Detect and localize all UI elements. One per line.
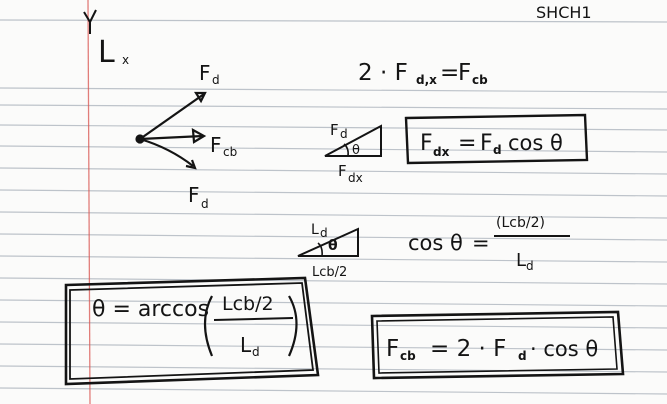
ruled-lines xyxy=(0,19,667,395)
axis-label-sub: x xyxy=(122,53,129,67)
svg-text:cb: cb xyxy=(400,349,416,363)
svg-text:θ: θ xyxy=(328,238,338,254)
cosine-equation: cos θ = (Lcb/2) L d xyxy=(408,215,570,273)
margin-line xyxy=(87,0,91,404)
theta-equation-box: θ = arccos Lcb/2 L d xyxy=(64,276,320,386)
svg-text:cos θ: cos θ xyxy=(408,231,463,255)
svg-text:=: = xyxy=(440,60,459,86)
svg-text:F: F xyxy=(420,131,433,156)
svg-text:F: F xyxy=(458,60,471,86)
force-diagram xyxy=(135,91,207,170)
svg-text:dx: dx xyxy=(433,145,450,159)
svg-text:θ = arccos: θ = arccos xyxy=(92,297,209,322)
svg-text:cb: cb xyxy=(472,73,488,87)
svg-text:d: d xyxy=(340,127,348,141)
svg-text:=: = xyxy=(472,231,490,255)
svg-text:cos θ: cos θ xyxy=(508,131,563,155)
component-equation-box: F dx = F d cos θ xyxy=(404,113,589,165)
axis-mark xyxy=(83,9,97,34)
balance-equation: 2 · F d,x = F cb xyxy=(358,60,488,87)
force-arrow-top xyxy=(139,93,205,140)
force-label-bottom-sub: d xyxy=(201,197,209,211)
triangle-fd: F d θ F dx xyxy=(324,121,382,185)
svg-text:· cos θ: · cos θ xyxy=(530,337,598,361)
svg-text:d: d xyxy=(252,345,260,359)
svg-text:= 2 · F: = 2 · F xyxy=(430,336,506,362)
svg-text:(Lcb/2): (Lcb/2) xyxy=(496,215,545,231)
force-label-middle-sub: cb xyxy=(223,145,237,159)
svg-text:L: L xyxy=(311,222,319,238)
svg-text:=: = xyxy=(458,131,476,156)
svg-text:dx: dx xyxy=(348,171,363,185)
force-label-middle: F xyxy=(210,133,222,157)
svg-text:θ: θ xyxy=(352,143,360,158)
svg-text:Lcb/2: Lcb/2 xyxy=(222,293,274,315)
svg-text:Lcb/2: Lcb/2 xyxy=(312,265,347,280)
svg-text:L: L xyxy=(240,333,252,357)
svg-text:d,x: d,x xyxy=(416,73,437,87)
final-equation-box: F cb = 2 · F d · cos θ xyxy=(370,310,625,380)
svg-text:F: F xyxy=(386,336,399,362)
force-arrow-bottom xyxy=(139,137,194,167)
svg-text:2 · F: 2 · F xyxy=(358,60,408,86)
axis-label: L xyxy=(98,35,115,70)
triangle-ld: L d θ Lcb/2 xyxy=(297,222,359,280)
svg-text:L: L xyxy=(516,250,526,271)
svg-text:d: d xyxy=(518,349,527,363)
svg-text:F: F xyxy=(330,121,339,139)
force-label-top: F xyxy=(199,61,211,85)
svg-text:F: F xyxy=(338,162,347,180)
corner-note: SHCH1 xyxy=(536,3,592,22)
force-label-top-sub: d xyxy=(212,73,220,87)
force-label-bottom: F xyxy=(188,183,200,207)
svg-text:F: F xyxy=(480,131,493,156)
svg-text:d: d xyxy=(526,259,534,273)
svg-text:d: d xyxy=(320,226,328,240)
svg-text:d: d xyxy=(493,143,502,157)
